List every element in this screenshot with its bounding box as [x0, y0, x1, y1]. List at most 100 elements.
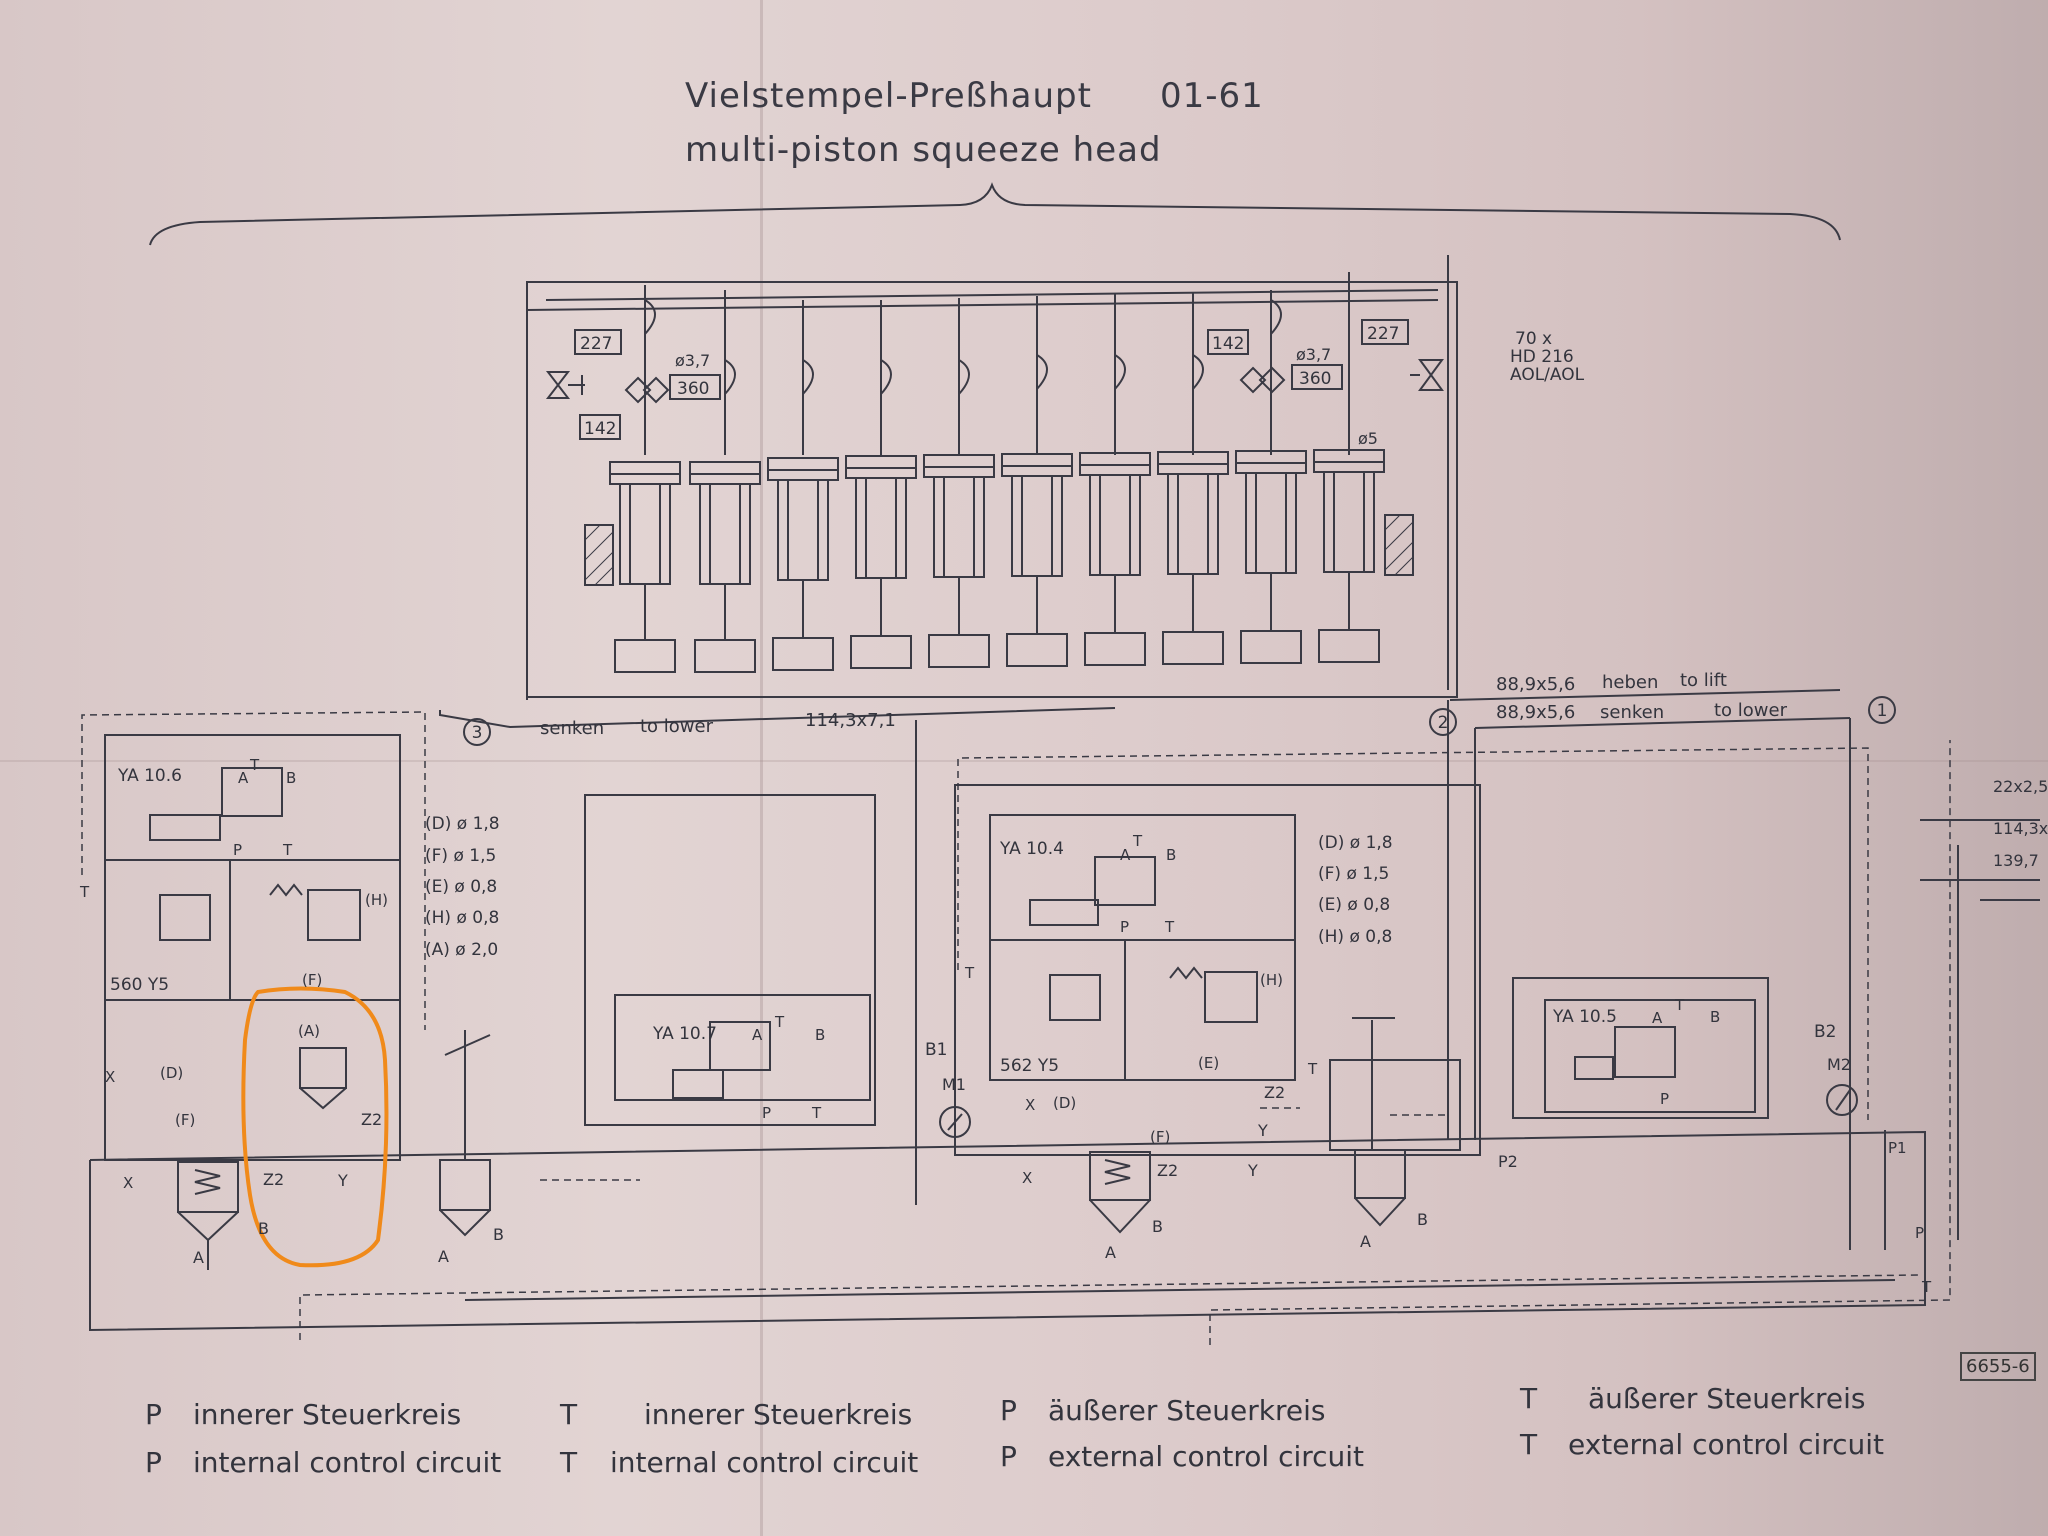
- ctr-port-t: T: [1132, 832, 1143, 850]
- label-pipe-b: 88,9x5,6: [1496, 702, 1575, 723]
- pilot-line-left: [81, 711, 426, 1030]
- rgt-port-t: T: [1674, 996, 1685, 1014]
- label-box-227-right: [1361, 319, 1409, 345]
- left-h: (H): [365, 891, 388, 909]
- ctr-port-t2: T: [1164, 918, 1175, 936]
- label-360-left: 360: [677, 379, 709, 399]
- fold-line-vertical: [760, 0, 763, 1536]
- legend-key: P: [1000, 1440, 1017, 1473]
- rgt-a-port: A: [1360, 1232, 1371, 1251]
- legend-key: T: [560, 1446, 578, 1479]
- legend-en: internal control circuit: [610, 1446, 919, 1479]
- left-t-side: T: [79, 883, 90, 901]
- ctr-d: (D): [1053, 1094, 1076, 1112]
- label-p-right: P: [1915, 1224, 1924, 1242]
- legend-key: P: [145, 1446, 162, 1479]
- drawing-code: 01-61: [1160, 76, 1264, 116]
- mid-port-t: T: [774, 1013, 785, 1031]
- gauge-m1: [939, 1106, 971, 1138]
- left-a: (A): [298, 1022, 320, 1040]
- middle-block-frame: [584, 794, 876, 1126]
- label-ya105: YA 10.5: [1552, 1007, 1617, 1027]
- orange-highlight-circle: [241, 986, 389, 1268]
- mid-port-b: B: [815, 1026, 825, 1044]
- right-solenoid-box: [1544, 999, 1756, 1113]
- label-senken-2: senken: [1600, 702, 1664, 723]
- ctr-e: (E): [1198, 1054, 1219, 1072]
- ctr-b-port: B: [1152, 1217, 1163, 1236]
- left-b-port: B: [258, 1219, 269, 1238]
- cartridge-center: [1089, 1151, 1151, 1201]
- mid-a-port: A: [438, 1247, 449, 1266]
- drawing-number: 6655-6: [1960, 1352, 2036, 1381]
- left-a-port: A: [193, 1248, 204, 1267]
- label-560y5: 560 Y5: [110, 975, 169, 995]
- label-360-right: 360: [1299, 369, 1331, 389]
- pilot-line-center: [957, 747, 1869, 1120]
- label-heben: heben: [1602, 672, 1658, 693]
- label-m2: M2: [1827, 1055, 1851, 1074]
- mid-port-p: P: [762, 1104, 771, 1122]
- circle-1-label: 1: [1877, 701, 1888, 721]
- right-block-frame: [1512, 977, 1769, 1119]
- legend-key: P: [1000, 1394, 1017, 1427]
- title-english: multi-piston squeeze head: [685, 130, 1162, 170]
- shutoff-valve-right: [1418, 359, 1444, 391]
- label-box-142-right: [1207, 329, 1249, 355]
- orifice-left-4: (A) ø 2,0: [425, 940, 498, 960]
- label-142-left: 142: [584, 419, 616, 439]
- left-port-t: T: [249, 756, 260, 774]
- label-pipe-r2: 114,3x: [1993, 819, 2048, 838]
- label-p1: P1: [1888, 1139, 1907, 1157]
- ctr-f: (F): [1150, 1128, 1170, 1146]
- shutoff-valve-left: [545, 371, 571, 399]
- legend-de: äußerer Steuerkreis: [1588, 1382, 1866, 1415]
- circle-2-label: 2: [1438, 713, 1449, 733]
- pipe-lower-line-2: [1474, 717, 1851, 729]
- label-562y5: 562 Y5: [1000, 1056, 1059, 1076]
- orifice-left-3: (H) ø 0,8: [425, 908, 499, 928]
- ctr-x2: X: [1022, 1169, 1032, 1187]
- orifice-center-0: (D) ø 1,8: [1318, 833, 1393, 853]
- label-pipe-r1: 22x2,5: [1993, 777, 2048, 796]
- cyl-note-1: 70 x: [1515, 329, 1552, 349]
- mid-b-port: B: [493, 1225, 504, 1244]
- ctr-y: Y: [1257, 1121, 1268, 1140]
- cartridge-right: [1354, 1149, 1406, 1199]
- pipe-lower-line: [439, 707, 1116, 729]
- ctr-t-side: T: [964, 964, 975, 982]
- orifice-left-0: (D) ø 1,8: [425, 814, 500, 834]
- label-b1: B1: [925, 1040, 947, 1060]
- ctr-port-a: A: [1120, 846, 1131, 864]
- legend-en: external control circuit: [1568, 1428, 1885, 1461]
- label-m1: M1: [942, 1075, 966, 1094]
- legend-key: T: [1520, 1428, 1538, 1461]
- left-f: (F): [302, 971, 322, 989]
- cyl-note-3: AOL/AOL: [1510, 365, 1585, 385]
- rgt-port-b: B: [1710, 1008, 1720, 1026]
- legend-de: innerer Steuerkreis: [193, 1398, 462, 1431]
- label-ya106: YA 10.6: [117, 766, 182, 786]
- left-logic-box: [104, 999, 401, 1161]
- label-ya107: YA 10.7: [652, 1024, 717, 1044]
- orifice-left-2: (E) ø 0,8: [425, 877, 497, 897]
- label-pipe-r3: 139,7: [1993, 851, 2039, 870]
- left-z2b: Z2: [263, 1170, 284, 1189]
- center-block-frame: [954, 784, 1481, 1156]
- left-x: X: [105, 1068, 115, 1086]
- circle-3-label: 3: [472, 723, 483, 743]
- left-port-t2: T: [282, 841, 293, 859]
- ctr-h: (H): [1260, 971, 1283, 989]
- legend-en: internal control circuit: [193, 1446, 502, 1479]
- hatched-block-right: [1384, 514, 1414, 576]
- left-port-b: B: [286, 769, 296, 787]
- label-bore: ø5: [1358, 429, 1378, 448]
- ctr-a-port: A: [1105, 1243, 1116, 1262]
- label-box-227-left: [574, 329, 622, 355]
- label-b2: B2: [1814, 1022, 1836, 1042]
- label-pipe-main: 114,3x7,1: [805, 710, 896, 731]
